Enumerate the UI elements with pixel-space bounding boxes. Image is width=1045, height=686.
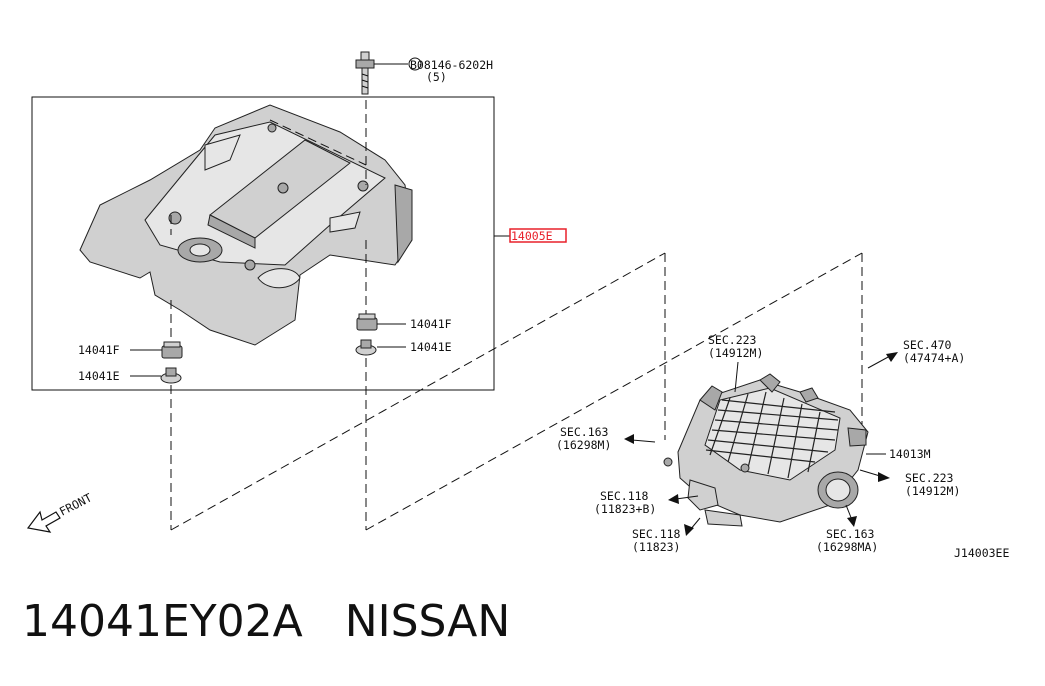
bolt-qty: (5) xyxy=(426,70,447,84)
sec118-lower-ref: (11823) xyxy=(632,540,680,554)
sec163-bottom-ref: (16298MA) xyxy=(816,540,878,554)
grommet-f-left-callout: 14041F xyxy=(78,343,120,357)
sec470-callout: SEC.470 xyxy=(903,338,952,352)
grommet-e-right-callout: 14041E xyxy=(410,340,452,354)
grommet-e-left-callout: 14041E xyxy=(78,369,120,383)
sec223-right-callout: SEC.223 xyxy=(905,471,954,485)
sec163-bottom-callout: SEC.163 xyxy=(826,527,875,541)
intake-manifold xyxy=(663,373,869,527)
sec223-right-arrow-icon xyxy=(878,472,890,482)
sec223-right-ref: (14912M) xyxy=(905,484,960,498)
grommet-e-left-icon xyxy=(160,367,182,384)
part-number-title: 14041EY02A NISSAN xyxy=(22,596,511,647)
cover-part-callout: 14005E xyxy=(511,229,553,243)
sec223-top-ref: (14912M) xyxy=(708,346,763,360)
cover-part-highlight xyxy=(509,228,567,243)
sec118-lower-arrow-icon xyxy=(684,524,694,536)
sec163-left-arrow-icon xyxy=(624,434,634,444)
engine-cover xyxy=(79,104,413,346)
sec470-ref: (47474+A) xyxy=(903,351,965,365)
sec118-upper-ref: (11823+B) xyxy=(594,502,656,516)
bolt-callout: B08146-6202H xyxy=(410,58,493,72)
sec118-upper-arrow-icon xyxy=(668,494,679,504)
grommet-f-right-icon xyxy=(356,313,378,331)
bolt-marker-circle xyxy=(408,57,422,71)
grommet-f-left-icon xyxy=(161,341,183,359)
front-label: FRONT xyxy=(57,490,94,518)
sec163-left-ref: (16298M) xyxy=(556,438,611,452)
grommet-f-right-callout: 14041F xyxy=(410,317,452,331)
sec470-arrow-icon xyxy=(886,352,898,362)
bolt-icon xyxy=(355,51,375,95)
cover-group-frame xyxy=(31,96,495,391)
front-arrow-icon xyxy=(26,510,61,533)
grommet-e-right-icon xyxy=(355,339,377,356)
sec118-lower-callout: SEC.118 xyxy=(632,527,681,541)
sec163-left-callout: SEC.163 xyxy=(560,425,609,439)
collector-callout: 14013M xyxy=(889,447,931,461)
sec223-top-callout: SEC.223 xyxy=(708,333,757,347)
sec163-bottom-arrow-icon xyxy=(847,516,857,527)
diagram-id: J14003EE xyxy=(954,546,1009,560)
sec118-upper-callout: SEC.118 xyxy=(600,489,649,503)
